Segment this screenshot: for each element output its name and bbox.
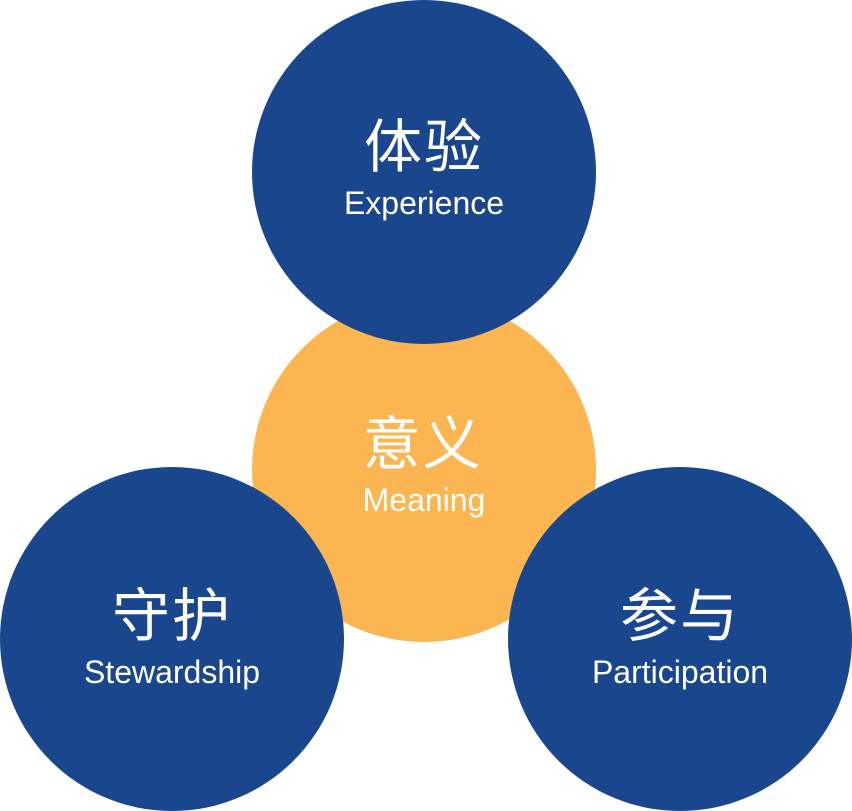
stewardship-circle: 守护 Stewardship — [0, 467, 344, 811]
meaning-en-label: Meaning — [362, 482, 486, 519]
experience-en-label: Experience — [343, 185, 505, 222]
stewardship-en-label: Stewardship — [83, 654, 261, 691]
meaning-zh-label: 意义 — [362, 410, 483, 479]
participation-zh-label: 参与 — [619, 582, 740, 651]
experience-zh-label: 体验 — [363, 113, 484, 182]
participation-en-label: Participation — [591, 654, 769, 691]
experience-circle: 体验 Experience — [252, 0, 596, 344]
participation-circle: 参与 Participation — [508, 467, 852, 811]
stewardship-zh-label: 守护 — [111, 582, 232, 651]
